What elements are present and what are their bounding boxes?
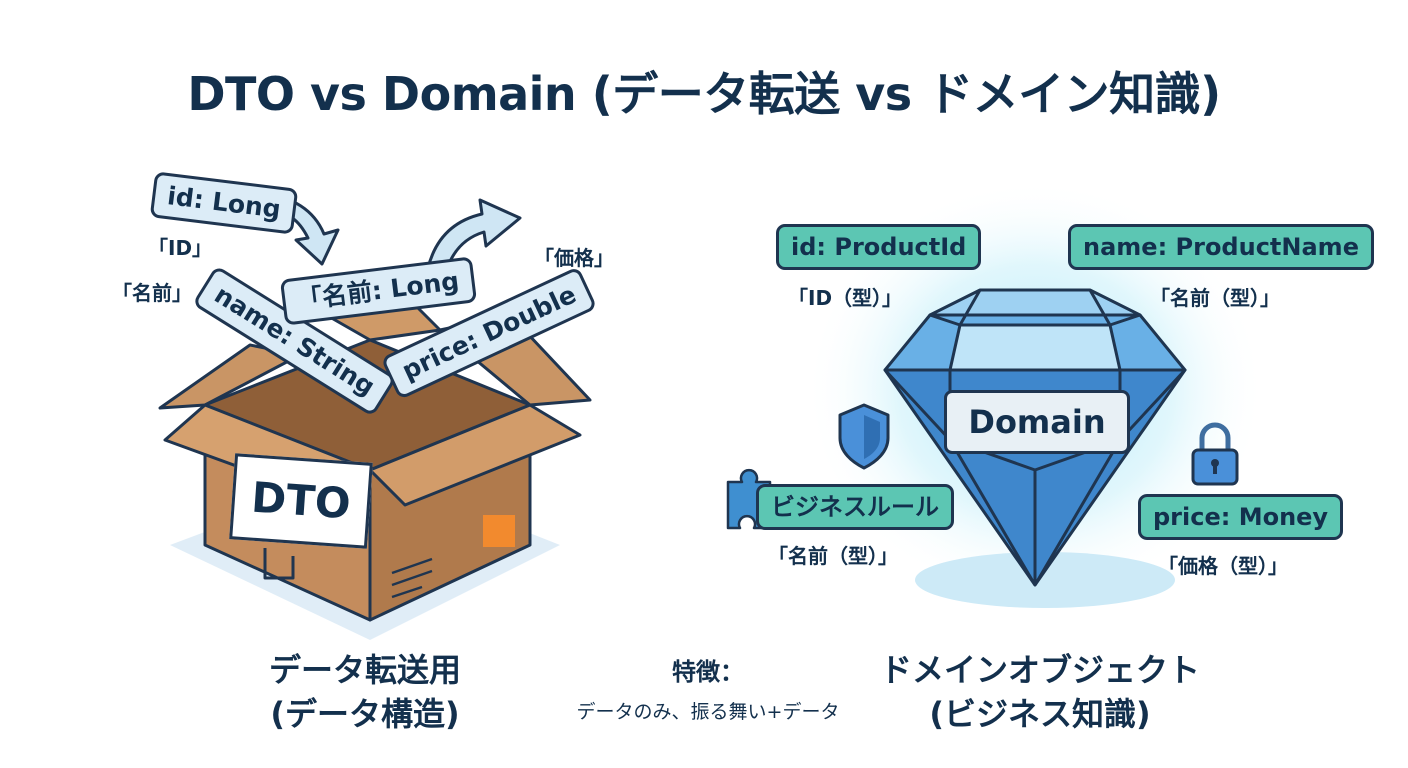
dto-caption-line1: データ転送用	[268, 651, 461, 689]
domain-tag-rule: ビジネスルール	[756, 484, 954, 530]
domain-note-price: 「価格（型）」	[1158, 554, 1288, 578]
lock-icon	[1191, 422, 1239, 486]
domain-gem-label: Domain	[944, 390, 1130, 454]
shield-icon	[838, 403, 890, 470]
domain-tag-price: price: Money	[1138, 494, 1344, 540]
domain-tag-name: name: ProductName	[1068, 224, 1374, 270]
domain-caption-line2: (ビジネス知識)	[929, 695, 1151, 733]
dto-box-label: DTO	[229, 453, 373, 549]
features-block: 特徴： データのみ、振る舞い+データ	[548, 652, 868, 724]
dto-note-price: 「価格」	[534, 246, 614, 270]
features-text: データのみ、振る舞い+データ	[576, 701, 840, 723]
domain-tag-id: id: ProductId	[776, 224, 982, 270]
domain-caption-line1: ドメインオブジェクト	[879, 651, 1200, 689]
domain-note-rule: 「名前（型）」	[768, 544, 898, 568]
dto-note-name: 「名前」	[112, 281, 192, 305]
features-heading: 特徴：	[672, 658, 744, 686]
domain-caption: ドメインオブジェクト (ビジネス知識)	[860, 648, 1220, 736]
domain-note-name: 「名前（型）」	[1150, 286, 1280, 310]
arrow-icon	[256, 192, 522, 274]
dto-caption-line2: (データ構造)	[270, 695, 460, 733]
domain-note-id: 「ID（型）」	[788, 286, 903, 310]
page-title: DTO vs Domain (データ転送 vs ドメイン知識)	[187, 67, 1221, 121]
dto-note-id: 「ID」	[148, 236, 213, 260]
dto-caption: データ転送用 (データ構造)	[215, 648, 515, 736]
